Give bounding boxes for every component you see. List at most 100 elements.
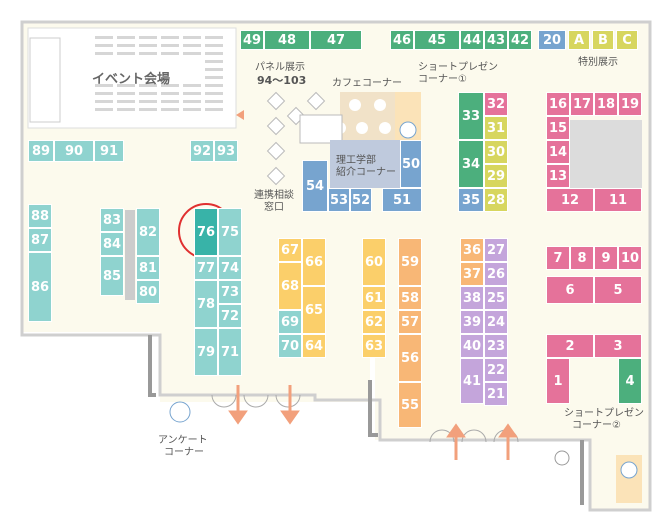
booth-76[interactable]: 76 [194,208,218,256]
booth-4[interactable]: 4 [618,358,642,404]
booth-66[interactable]: 66 [302,238,326,286]
booth-9[interactable]: 9 [594,246,618,270]
booth-20[interactable]: 20 [538,30,566,50]
booth-88[interactable]: 88 [28,204,52,228]
booth-35[interactable]: 35 [458,188,484,212]
booth-49[interactable]: 49 [240,30,264,50]
booth-64[interactable]: 64 [302,334,326,358]
booth-55[interactable]: 55 [398,382,422,428]
booth-3[interactable]: 3 [594,334,642,358]
booth-34[interactable]: 34 [458,140,484,188]
booth-65[interactable]: 65 [302,286,326,334]
booth-68[interactable]: 68 [278,262,302,310]
booth-74[interactable]: 74 [218,256,242,280]
seat-row [95,36,113,39]
booth-91[interactable]: 91 [94,140,124,162]
booth-32[interactable]: 32 [484,92,508,116]
booth-85[interactable]: 85 [100,256,124,296]
booth-37[interactable]: 37 [460,262,484,286]
booth-87[interactable]: 87 [28,228,52,252]
booth-33[interactable]: 33 [458,92,484,140]
booth-31[interactable]: 31 [484,116,508,140]
booth-43[interactable]: 43 [484,30,508,50]
booth-69[interactable]: 69 [278,310,302,334]
booth-72[interactable]: 72 [218,304,242,328]
booth-63[interactable]: 63 [362,334,386,358]
booth-71[interactable]: 71 [218,328,242,376]
booth-50[interactable]: 50 [400,140,422,188]
booth-44[interactable]: 44 [460,30,484,50]
booth-46[interactable]: 46 [390,30,414,50]
booth-57[interactable]: 57 [398,310,422,334]
booth-7[interactable]: 7 [546,246,570,270]
booth-58[interactable]: 58 [398,286,422,310]
booth-2[interactable]: 2 [546,334,594,358]
booth-54[interactable]: 54 [302,160,328,212]
booth-48[interactable]: 48 [264,30,310,50]
seat-row [95,44,113,47]
booth-61[interactable]: 61 [362,286,386,310]
booth-84[interactable]: 84 [100,232,124,256]
booth-93[interactable]: 93 [214,140,238,162]
booth-17[interactable]: 17 [570,92,594,116]
booth-77[interactable]: 77 [194,256,218,280]
booth-75[interactable]: 75 [218,208,242,256]
booth-27[interactable]: 27 [484,238,508,262]
booth-11[interactable]: 11 [594,188,642,212]
booth-52[interactable]: 52 [350,188,372,212]
booth-39[interactable]: 39 [460,310,484,334]
booth-30[interactable]: 30 [484,140,508,164]
booth-81[interactable]: 81 [136,256,160,280]
booth-67[interactable]: 67 [278,238,302,262]
booth-86[interactable]: 86 [28,252,52,322]
booth-16[interactable]: 16 [546,92,570,116]
booth-56[interactable]: 56 [398,334,422,382]
booth-29[interactable]: 29 [484,164,508,188]
booth-83[interactable]: 83 [100,208,124,232]
seat-row [117,44,135,47]
booth-42[interactable]: 42 [508,30,532,50]
booth-80[interactable]: 80 [136,280,160,304]
booth-70[interactable]: 70 [278,334,302,358]
booth-36[interactable]: 36 [460,238,484,262]
booth-B[interactable]: B [592,30,614,50]
booth-24[interactable]: 24 [484,310,508,334]
booth-12[interactable]: 12 [546,188,594,212]
booth-40[interactable]: 40 [460,334,484,358]
booth-53[interactable]: 53 [328,188,350,212]
booth-1[interactable]: 1 [546,358,570,404]
booth-38[interactable]: 38 [460,286,484,310]
booth-5[interactable]: 5 [594,276,642,304]
booth-22[interactable]: 22 [484,358,508,382]
booth-19[interactable]: 19 [618,92,642,116]
booth-41[interactable]: 41 [460,358,484,404]
booth-79[interactable]: 79 [194,328,218,376]
booth-C[interactable]: C [616,30,638,50]
booth-73[interactable]: 73 [218,280,242,304]
booth-62[interactable]: 62 [362,310,386,334]
booth-10[interactable]: 10 [618,246,642,270]
booth-89[interactable]: 89 [28,140,54,162]
booth-26[interactable]: 26 [484,262,508,286]
booth-60[interactable]: 60 [362,238,386,286]
booth-47[interactable]: 47 [310,30,362,50]
booth-82[interactable]: 82 [136,208,160,256]
booth-21[interactable]: 21 [484,382,508,406]
booth-59[interactable]: 59 [398,238,422,286]
seat-row [183,100,201,103]
booth-92[interactable]: 92 [190,140,214,162]
booth-A[interactable]: A [568,30,590,50]
booth-23[interactable]: 23 [484,334,508,358]
booth-6[interactable]: 6 [546,276,594,304]
booth-25[interactable]: 25 [484,286,508,310]
booth-51[interactable]: 51 [382,188,422,212]
booth-18[interactable]: 18 [594,92,618,116]
booth-8[interactable]: 8 [570,246,594,270]
booth-14[interactable]: 14 [546,140,570,164]
booth-15[interactable]: 15 [546,116,570,140]
booth-13[interactable]: 13 [546,164,570,188]
booth-45[interactable]: 45 [414,30,460,50]
booth-90[interactable]: 90 [54,140,94,162]
booth-28[interactable]: 28 [484,188,508,212]
booth-78[interactable]: 78 [194,280,218,328]
